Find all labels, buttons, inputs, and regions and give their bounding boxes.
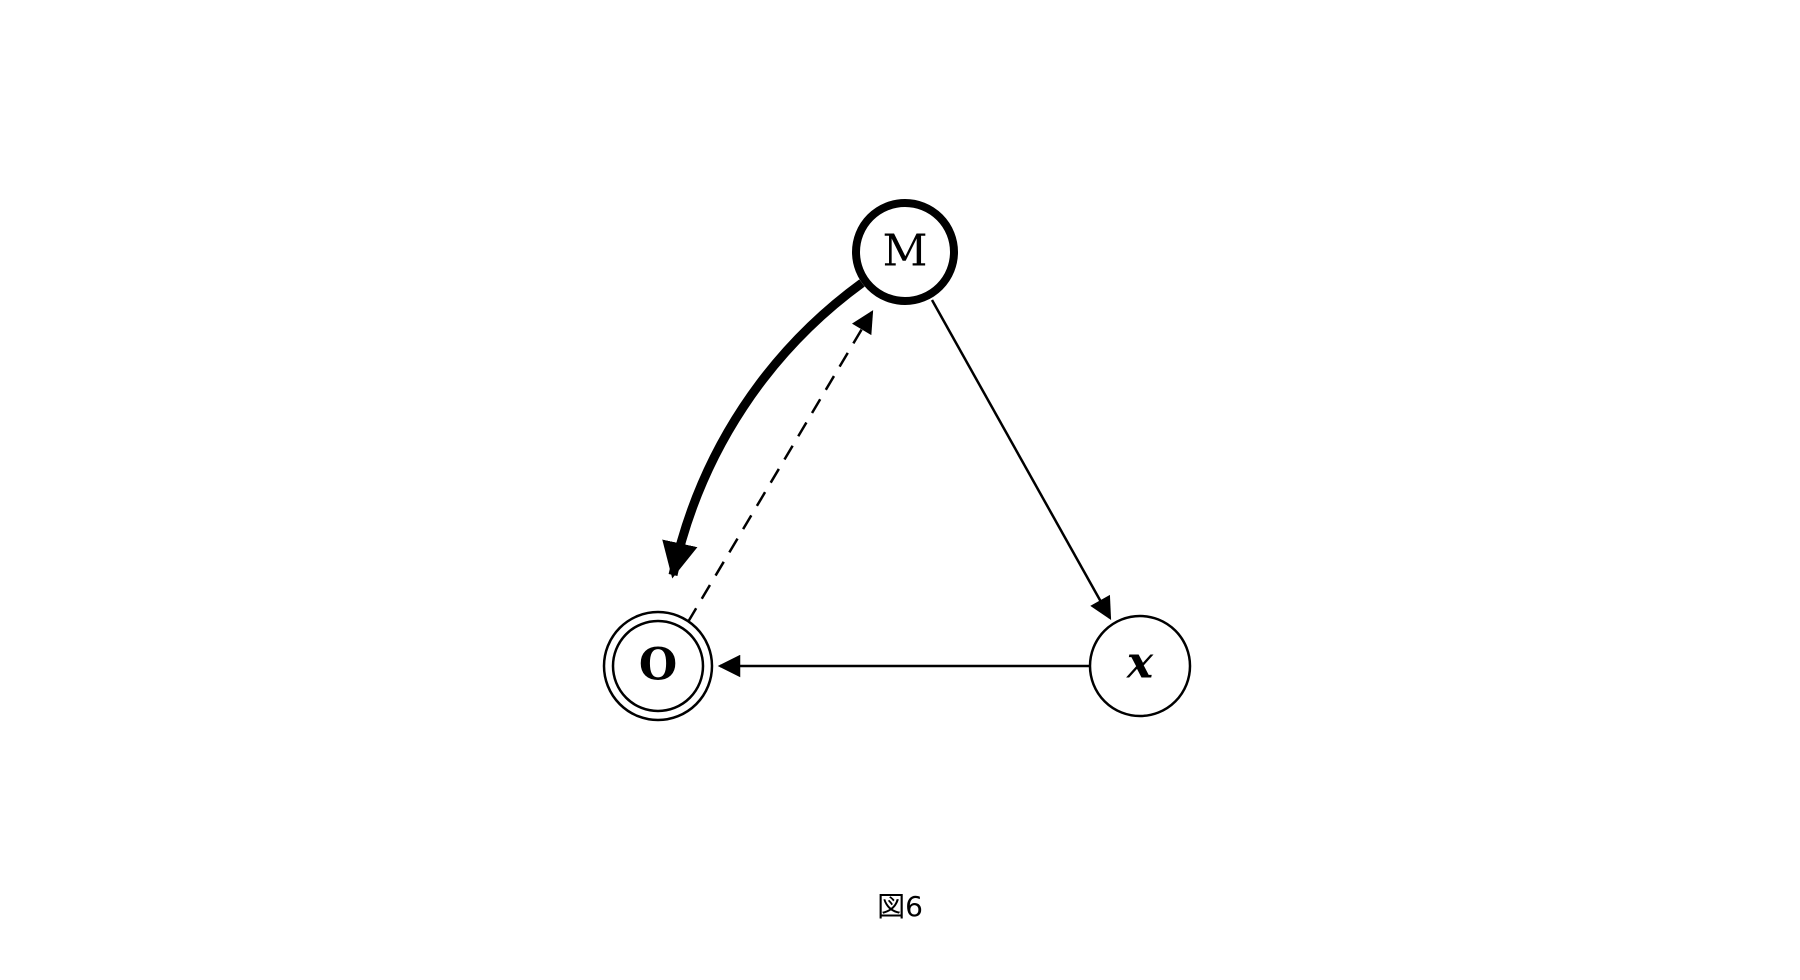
node-x-label: x <box>1126 638 1154 689</box>
node-o-label: O <box>639 640 677 691</box>
figure-caption: 図6 <box>877 890 923 923</box>
edge-m-to-o-thick <box>662 279 865 579</box>
node-x: x <box>1088 614 1192 718</box>
edge-m-to-x <box>930 299 1112 620</box>
edge-o-to-m-dashed <box>686 310 874 623</box>
node-m: M <box>852 199 958 305</box>
node-m-label: M <box>882 226 927 277</box>
node-o: O <box>602 610 714 722</box>
